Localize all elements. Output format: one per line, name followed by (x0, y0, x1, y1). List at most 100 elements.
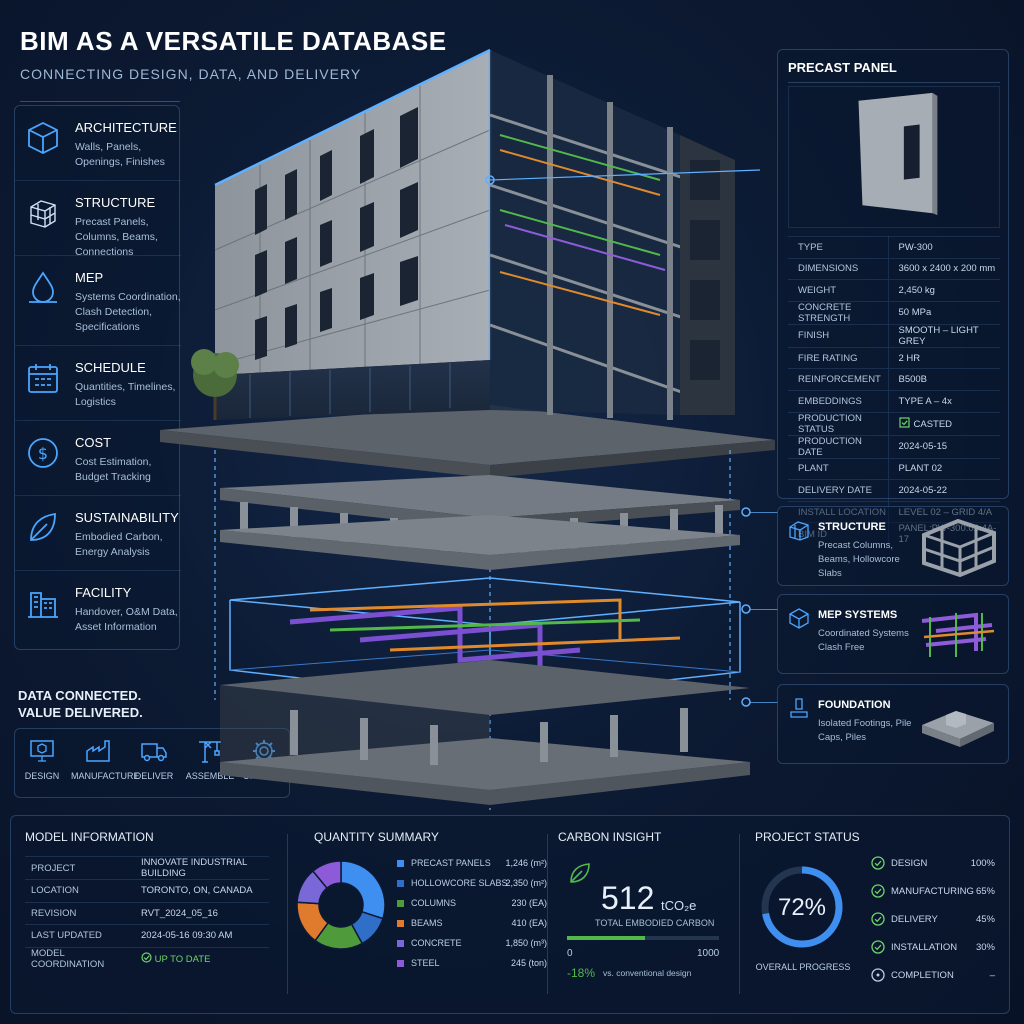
category-facility[interactable]: FACILITY Handover, O&M Data, Asset Infor… (15, 571, 181, 646)
quantity-value: 410 (EA) (511, 918, 547, 928)
structure-icon (789, 521, 809, 541)
frame-icon (30, 200, 56, 228)
category-architecture[interactable]: ARCHITECTURE Walls, Panels, Openings, Fi… (15, 106, 181, 181)
quantity-summary-title: QUANTITY SUMMARY (314, 830, 439, 844)
category-desc: Quantities, Timelines, Logistics (75, 381, 176, 408)
carbon-bar (567, 936, 719, 940)
component-card-mep[interactable]: MEP SYSTEMS Coordinated Systems Clash Fr… (777, 594, 1009, 674)
component-desc: Precast Columns, Beams, Hollowcore Slabs (818, 540, 900, 579)
component-card-structure[interactable]: STRUCTURE Precast Columns, Beams, Hollow… (777, 506, 1009, 586)
component-desc: Coordinated Systems Clash Free (818, 628, 909, 653)
structure-layer[interactable] (220, 475, 740, 570)
property-value: CASTED (888, 411, 1000, 436)
carbon-title: CARBON INSIGHT (558, 830, 662, 844)
mep-layer[interactable] (229, 577, 741, 701)
property-key: TYPE (788, 236, 889, 259)
mep-thumbnail (921, 612, 995, 657)
precast-panel-image (788, 86, 1000, 228)
lifecycle-label: DELIVER (134, 771, 174, 781)
category-name: MEP (75, 270, 104, 285)
category-desc: Systems Coordination, Clash Detection, S… (75, 291, 181, 333)
quantity-value: 245 (ton) (510, 958, 547, 968)
donut-slice (340, 860, 386, 920)
carbon-scale-max: 1000 (697, 948, 720, 959)
component-title: MEP SYSTEMS (818, 609, 898, 621)
status-value: 100% (970, 858, 995, 869)
progress-ring-fill (761, 866, 843, 948)
category-name: SUSTAINABILITY (75, 510, 179, 525)
component-card-foundation[interactable]: FOUNDATION Isolated Footings, Pile Caps,… (777, 684, 1009, 764)
page-title: BIM AS A VERSATILE DATABASE (20, 26, 447, 56)
category-sustainability[interactable]: SUSTAINABILITY Embodied Carbon, Energy A… (15, 496, 181, 571)
carbon-delta-note: vs. conventional design (603, 968, 692, 978)
carbon-delta: -18% (567, 966, 596, 980)
overall-progress-ring (761, 866, 843, 948)
foundation-icon (790, 698, 808, 718)
quantity-donut-chart (296, 860, 386, 950)
quantity-label: CONCRETE (411, 938, 462, 948)
property-value: B500B (888, 368, 1000, 391)
quantity-legend-item: BEAMS 410 (EA) (397, 918, 547, 932)
property-value: 2024-05-22 (888, 479, 1000, 502)
lifecycle-label: ASSEMBLE (185, 771, 235, 781)
table-row: MODEL COORDINATION UP TO DATE (25, 946, 269, 970)
quantity-value: 2,350 (m²) (505, 878, 547, 888)
page-subtitle: CONNECTING DESIGN, DATA, AND DELIVERY (20, 66, 362, 82)
dollar-icon: $ (28, 438, 58, 468)
legend-swatch (397, 940, 404, 947)
foundation-layer[interactable] (220, 660, 750, 805)
check-circle-icon (871, 884, 885, 898)
category-desc: Cost Estimation, Budget Tracking (75, 456, 152, 483)
check-circle-icon (871, 912, 885, 926)
category-cost[interactable]: $ COST Cost Estimation, Budget Tracking (15, 421, 181, 496)
carbon-bar-fill (567, 936, 645, 940)
category-mep[interactable]: MEP Systems Coordination, Clash Detectio… (15, 256, 181, 346)
property-value: SMOOTH – LIGHT GREY (888, 323, 1000, 348)
factory-icon (86, 740, 110, 762)
carbon-value: 512 (601, 880, 655, 916)
property-key: DIMENSIONS (788, 257, 889, 280)
category-name: STRUCTURE (75, 195, 156, 210)
lifecycle-assemble[interactable]: ASSEMBLE (183, 739, 237, 781)
lifecycle-design[interactable]: DESIGN (15, 739, 69, 781)
link-node (485, 175, 495, 185)
quantity-value: 1,246 (m²) (505, 858, 547, 868)
title-divider (20, 101, 180, 102)
cube-icon (789, 608, 809, 629)
tree (191, 349, 239, 420)
category-schedule[interactable]: SCHEDULE Quantities, Timelines, Logistic… (15, 346, 181, 421)
bim-model-illustration[interactable] (160, 10, 780, 820)
category-structure[interactable]: STRUCTURE Precast Panels, Columns, Beams… (15, 181, 181, 258)
overall-progress-value: 72% (777, 894, 827, 921)
connector-line (746, 512, 778, 513)
status-label: MANUFACTURING (891, 886, 974, 897)
divider (547, 834, 548, 994)
check-circle-icon (871, 856, 885, 870)
structural-frame[interactable] (489, 50, 735, 420)
lifecycle-manufacture[interactable]: MANUFACTURE (71, 739, 140, 781)
lifecycle-deliver[interactable]: DELIVER (127, 739, 181, 781)
property-value: PLANT 02 (888, 457, 1000, 480)
quantity-label: BEAMS (411, 918, 443, 928)
building-facade[interactable] (214, 48, 492, 420)
property-key: PRODUCTION STATUS (788, 411, 889, 436)
property-key: WEIGHT (788, 279, 889, 302)
building-icon (28, 592, 58, 618)
link-node (741, 604, 751, 614)
property-key: CONCRETE STRENGTH (788, 300, 889, 325)
property-key: PLANT (788, 457, 889, 480)
lifecycle-label: MANUFACTURE (71, 771, 140, 781)
property-value: 3600 x 2400 x 200 mm (888, 257, 1000, 280)
